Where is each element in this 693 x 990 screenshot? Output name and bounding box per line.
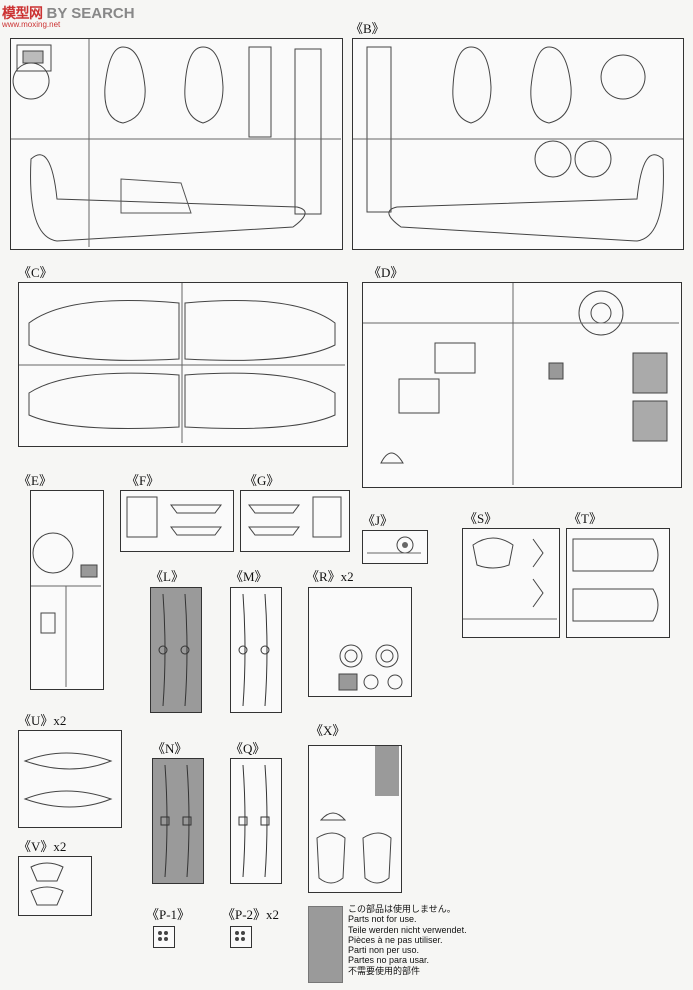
sprue-n-label: 《N》 [152,741,188,756]
sprue-a-drawing [11,39,341,247]
sprue-g-drawing [248,496,342,538]
sprue-t-frame [566,528,670,638]
sprue-m-label: 《M》 [230,569,268,584]
sprue-u-drawing [23,752,113,808]
sprue-q-label: 《Q》 [230,741,266,756]
sprue-j-drawing [367,536,421,554]
sprue-p2-frame [230,926,252,948]
sprue-v-label: 《V》x2 [18,839,67,854]
sprue-q-drawing [238,764,270,878]
sprue-g-frame [240,490,350,552]
sprue-p1-label: 《P-1》 [146,907,191,922]
sprue-n-drawing [160,764,192,878]
sprue-v-drawing [30,862,64,906]
sprue-x-drawing [316,746,399,884]
sprue-s-drawing [463,537,557,620]
sprue-c-frame [18,282,348,447]
sprue-x-frame [308,745,402,893]
legend-line-es: Partes no para usar. [348,955,430,966]
sprue-e-label: 《E》 [18,473,52,488]
sprue-q-frame [230,758,282,884]
sprue-j-frame [362,530,428,564]
sprue-l-label: 《L》 [150,569,184,584]
sprue-d-label: 《D》 [368,265,404,280]
sprue-r-label: 《R》x2 [306,569,354,584]
sprue-u-label: 《U》x2 [18,713,67,728]
unused-parts-legend: この部品は使用しません。 Parts not for use. Teile we… [348,904,467,976]
sprue-j-label: 《J》 [362,513,394,528]
sprue-c-drawing [19,283,345,443]
sprue-f-frame [120,490,234,552]
sprue-s-frame [462,528,560,638]
sprue-g-label: 《G》 [244,473,280,488]
sprue-e-frame [30,490,104,690]
legend-line-it: Parti non per uso. [348,945,420,956]
legend-line-de: Teile werden nicht verwendet. [348,924,467,935]
sprue-e-drawing [31,532,101,687]
sprue-r-drawing [338,644,403,691]
legend-line-ja: この部品は使用しません。 [348,904,456,914]
sprue-t-drawing [572,538,659,622]
site-search-label: BY SEARCH [46,4,135,22]
sprue-v-frame [18,856,92,916]
sprue-l-drawing [158,593,190,707]
sprue-d-drawing [363,283,679,485]
sprue-p1-drawing [158,931,168,941]
sprue-f-drawing [126,496,222,538]
sprue-s-label: 《S》 [464,511,498,526]
sprue-t-label: 《T》 [568,511,602,526]
sprue-b-drawing [353,46,683,242]
sprue-p1-frame [153,926,175,948]
site-logo: 模型网 [2,5,43,21]
legend-line-zh: 不需要使用的部件 [348,965,421,976]
legend-line-en: Parts not for use. [348,914,417,925]
unused-parts-swatch [308,906,343,983]
sprue-u-frame [18,730,122,828]
sprue-b-label: 《B》 [350,21,385,36]
sprue-p2-label: 《P-2》x2 [222,907,280,922]
site-url: www.moxing.net [2,20,61,29]
sprue-n-frame [152,758,204,884]
sprue-c-label: 《C》 [18,265,53,280]
sprue-d-frame [362,282,682,488]
sprue-m-frame [230,587,282,713]
sprue-l-frame [150,587,202,713]
sprue-r-frame [308,587,412,697]
sprue-a-frame [10,38,343,250]
legend-line-fr: Pièces à ne pas utiliser. [348,934,443,945]
sprue-x-label: 《X》 [310,723,346,738]
sprue-m-drawing [238,593,270,707]
site-header: 模型网 BY SEARCH www.moxing.net [2,2,135,30]
sprue-b-frame [352,38,684,250]
sprue-p2-drawing [235,931,245,941]
sprue-f-label: 《F》 [126,473,160,488]
